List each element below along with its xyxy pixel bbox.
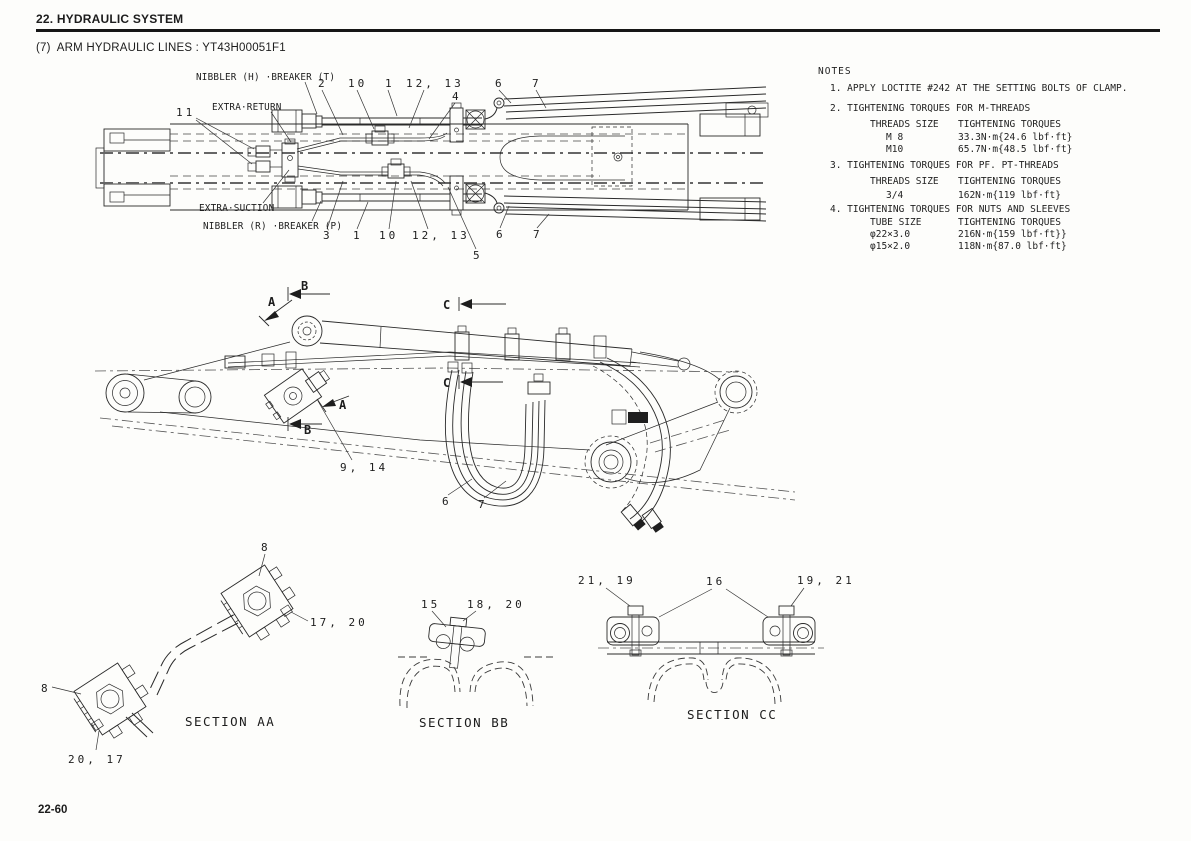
callout-21-19: 21, 19 — [578, 574, 636, 587]
tube-size-15: φ15×2.0 — [870, 241, 911, 252]
m-threads-table-header: THREADS SIZE TIGHTENING TORQUES — [818, 119, 1178, 130]
pf-pt-table-header: THREADS SIZE TIGHTENING TORQUES — [818, 176, 1178, 187]
side-view-leader-lines — [317, 400, 507, 499]
upper-pipe-run — [271, 97, 505, 153]
pf-pt-row-34: 3/4 162N·m{119 lbf·ft} — [818, 190, 1178, 201]
section-cc-drawing: 21, 19 16 19, 21 SECTION CC — [578, 574, 855, 722]
figure-title: (7) ARM HYDRAULIC LINES : YT43H00051F1 — [36, 42, 286, 54]
section-arrow-b-top: B — [301, 279, 308, 293]
nuts-sleeves-table-header: TUBE SIZE TIGHTENING TORQUES — [818, 217, 1178, 228]
section-views-diagram: 8 17, 20 8 20, 17 SECTION AA 1 — [41, 541, 852, 766]
section-cc-title: SECTION CC — [687, 707, 777, 722]
note-2-title: 2. TIGHTENING TORQUES FOR M-THREADS — [830, 103, 1031, 114]
callout-7-side: 7 — [478, 498, 488, 511]
callout-1-bottom: 1 — [353, 229, 363, 242]
torque-tube-22: 216N·m{159 lbf·ft}} — [958, 229, 1067, 240]
callout-9-14: 9, 14 — [340, 461, 388, 474]
arm-side-view-diagram: A B C C A B — [94, 279, 796, 533]
callout-10-bottom: 10 — [379, 229, 398, 242]
callout-7-top: 7 — [532, 77, 542, 90]
torque-m10: 65.7N·m{48.5 lbf·ft} — [958, 144, 1073, 155]
callout-extra-suction: EXTRA·SUCTION — [199, 203, 274, 214]
callout-10-top: 10 — [348, 77, 367, 90]
callout-8-top: 8 — [261, 541, 271, 554]
page-number: 22-60 — [38, 804, 68, 816]
section-arrow-a-bottom: A — [339, 398, 347, 412]
col-tightening-torques-3: TIGHTENING TORQUES — [958, 217, 1061, 228]
callout-15: 15 — [421, 598, 440, 611]
header-rule — [36, 29, 1160, 32]
note-3-title: 3. TIGHTENING TORQUES FOR PF. PT-THREADS — [830, 160, 1059, 171]
tube-size-22: φ22×3.0 — [870, 229, 911, 240]
callout-2: 2 — [318, 77, 328, 90]
col-tightening-torques-2: TIGHTENING TORQUES — [958, 176, 1061, 187]
callout-12-13-bottom: 12, 13 — [412, 229, 470, 242]
arm-plan-view-diagram: NIBBLER (H) ·BREAKER (T) 2 10 1 12, 13 4… — [95, 72, 769, 262]
callout-5: 5 — [473, 249, 483, 262]
plan-view-callouts: NIBBLER (H) ·BREAKER (T) 2 10 1 12, 13 4… — [176, 72, 543, 262]
callout-3: 3 — [323, 229, 333, 242]
col-threads-size-2: THREADS SIZE — [870, 176, 939, 187]
section-arrow-a-top: A — [268, 295, 276, 309]
tube-row-15: φ15×2.0 118N·m{87.0 lbf·ft} — [818, 241, 1178, 252]
tip-tubes — [503, 86, 767, 222]
col-tightening-torques: TIGHTENING TORQUES — [958, 119, 1061, 130]
callout-11: 11 — [176, 106, 195, 119]
note-1: 1. APPLY LOCTITE #242 AT THE SETTING BOL… — [830, 83, 1128, 94]
section-bb-title: SECTION BB — [419, 715, 509, 730]
callout-12-13-top: 12, 13 — [406, 77, 464, 90]
m-threads-row-m10: M10 65.7N·m{48.5 lbf·ft} — [818, 144, 1178, 155]
callout-extra-return: EXTRA·RETURN — [212, 102, 282, 113]
callout-19-21: 19, 21 — [797, 574, 855, 587]
section-aa-title: SECTION AA — [185, 714, 275, 729]
side-view-piping — [224, 325, 641, 424]
notes-title: NOTES — [818, 66, 852, 77]
col-threads-size: THREADS SIZE — [870, 119, 939, 130]
lower-pipe-run — [271, 158, 505, 216]
section-arrow-c-top: C — [443, 298, 450, 312]
thread-size-34: 3/4 — [886, 190, 904, 201]
callout-6-bottom: 6 — [496, 228, 506, 241]
center-fittings — [247, 138, 299, 183]
section-aa-drawing: 8 17, 20 8 20, 17 SECTION AA — [41, 541, 368, 766]
callout-20-17: 20, 17 — [68, 753, 126, 766]
callout-nibbler-bottom: NIBBLER (R) ·BREAKER (P) — [203, 221, 342, 232]
callout-4: 4 — [452, 90, 462, 103]
chapter-title: 22. HYDRAULIC SYSTEM — [36, 12, 184, 26]
col-tube-size: TUBE SIZE — [870, 217, 922, 228]
callout-1-top: 1 — [385, 77, 395, 90]
note-4-title: 4. TIGHTENING TORQUES FOR NUTS AND SLEEV… — [830, 204, 1071, 215]
torque-34: 162N·m{119 lbf·ft} — [958, 190, 1061, 201]
section-arrow-c-bottom: C — [443, 376, 450, 390]
callout-17-20: 17, 20 — [310, 616, 368, 629]
callout-18-20: 18, 20 — [467, 598, 525, 611]
section-arrow-b-bottom: B — [304, 423, 311, 437]
hose-end-fitting — [620, 503, 646, 531]
torque-tube-15: 118N·m{87.0 lbf·ft} — [958, 241, 1067, 252]
callout-16: 16 — [706, 575, 725, 588]
section-bb-drawing: 15 18, 20 SECTION BB — [398, 598, 556, 730]
m-threads-row-m8: M 8 33.3N·m{24.6 lbf·ft} — [818, 132, 1178, 143]
callout-6-side: 6 — [442, 495, 452, 508]
arm-structure — [105, 315, 758, 489]
callout-nibbler-top: NIBBLER (H) ·BREAKER (T) — [196, 72, 335, 83]
side-view-callouts: 9, 14 6 7 — [340, 461, 488, 511]
callout-8-left: 8 — [41, 682, 51, 695]
thread-size-m10: M10 — [886, 144, 904, 155]
section-cut-arrows: A B C C A B — [258, 279, 506, 437]
thread-size-m8: M 8 — [886, 132, 904, 143]
torque-m8: 33.3N·m{24.6 lbf·ft} — [958, 132, 1073, 143]
plan-view-leader-lines — [195, 81, 550, 250]
hoses — [444, 357, 731, 533]
hose-end-fitting — [641, 507, 664, 533]
callout-7-bottom: 7 — [533, 228, 543, 241]
callout-6-top: 6 — [495, 77, 505, 90]
notes-panel: NOTES 1. APPLY LOCTITE #242 AT THE SETTI… — [818, 66, 1178, 252]
tube-row-22: φ22×3.0 216N·m{159 lbf·ft}} — [818, 229, 1178, 240]
boom-hidden-lines — [94, 367, 796, 501]
